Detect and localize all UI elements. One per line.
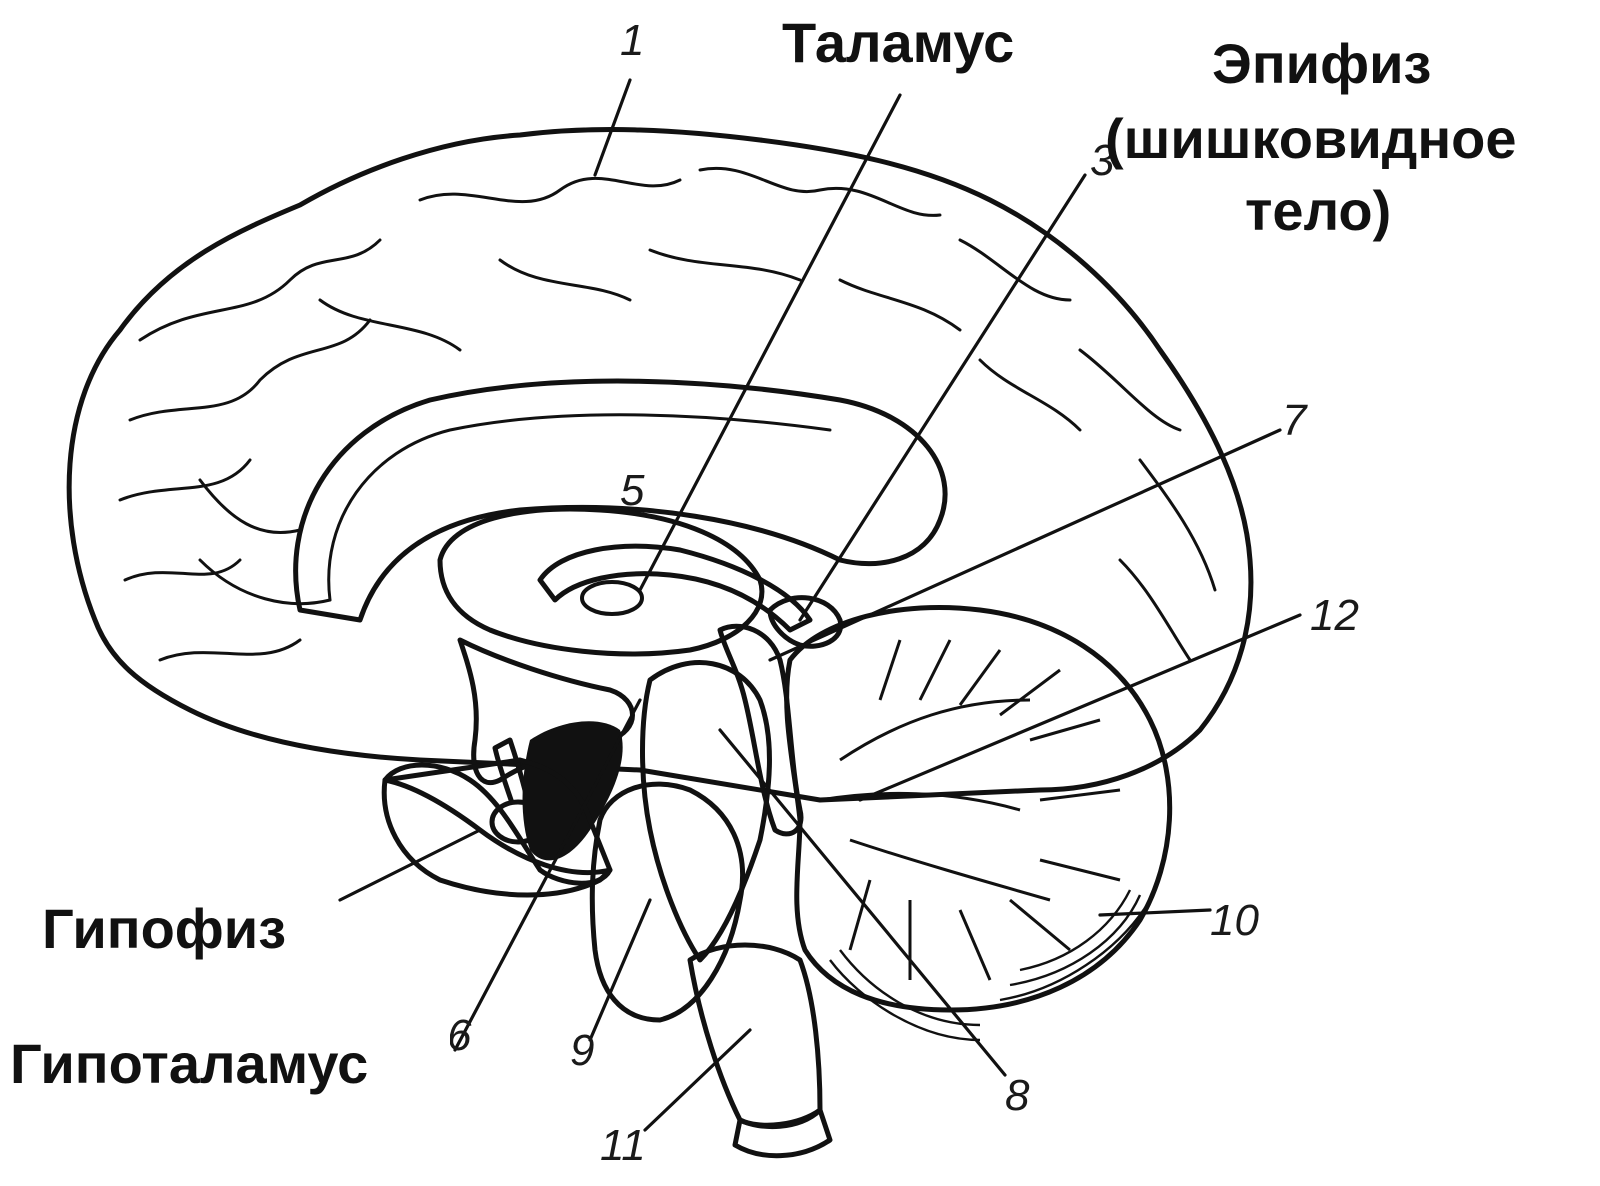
number-10: 10 <box>1210 896 1259 945</box>
number-11: 11 <box>600 1121 646 1170</box>
number-6: 6 <box>447 1011 472 1060</box>
number-1: 1 <box>620 16 644 65</box>
number-9: 9 <box>570 1026 594 1075</box>
number-12: 12 <box>1310 591 1359 640</box>
label-hypophysis: Гипофиз <box>42 897 286 960</box>
label-epiphysis-1: Эпифиз <box>1212 32 1431 95</box>
label-epiphysis-2: (шишковидное <box>1105 107 1517 170</box>
label-epiphysis-3: тело) <box>1245 179 1391 242</box>
label-thalamus: Таламус <box>782 11 1014 74</box>
interthalamic-adhesion <box>582 582 642 614</box>
number-8: 8 <box>1005 1071 1030 1120</box>
number-7: 7 <box>1282 396 1308 445</box>
label-hypothalamus: Гипоталамус <box>10 1032 368 1095</box>
number-5: 5 <box>620 466 645 515</box>
